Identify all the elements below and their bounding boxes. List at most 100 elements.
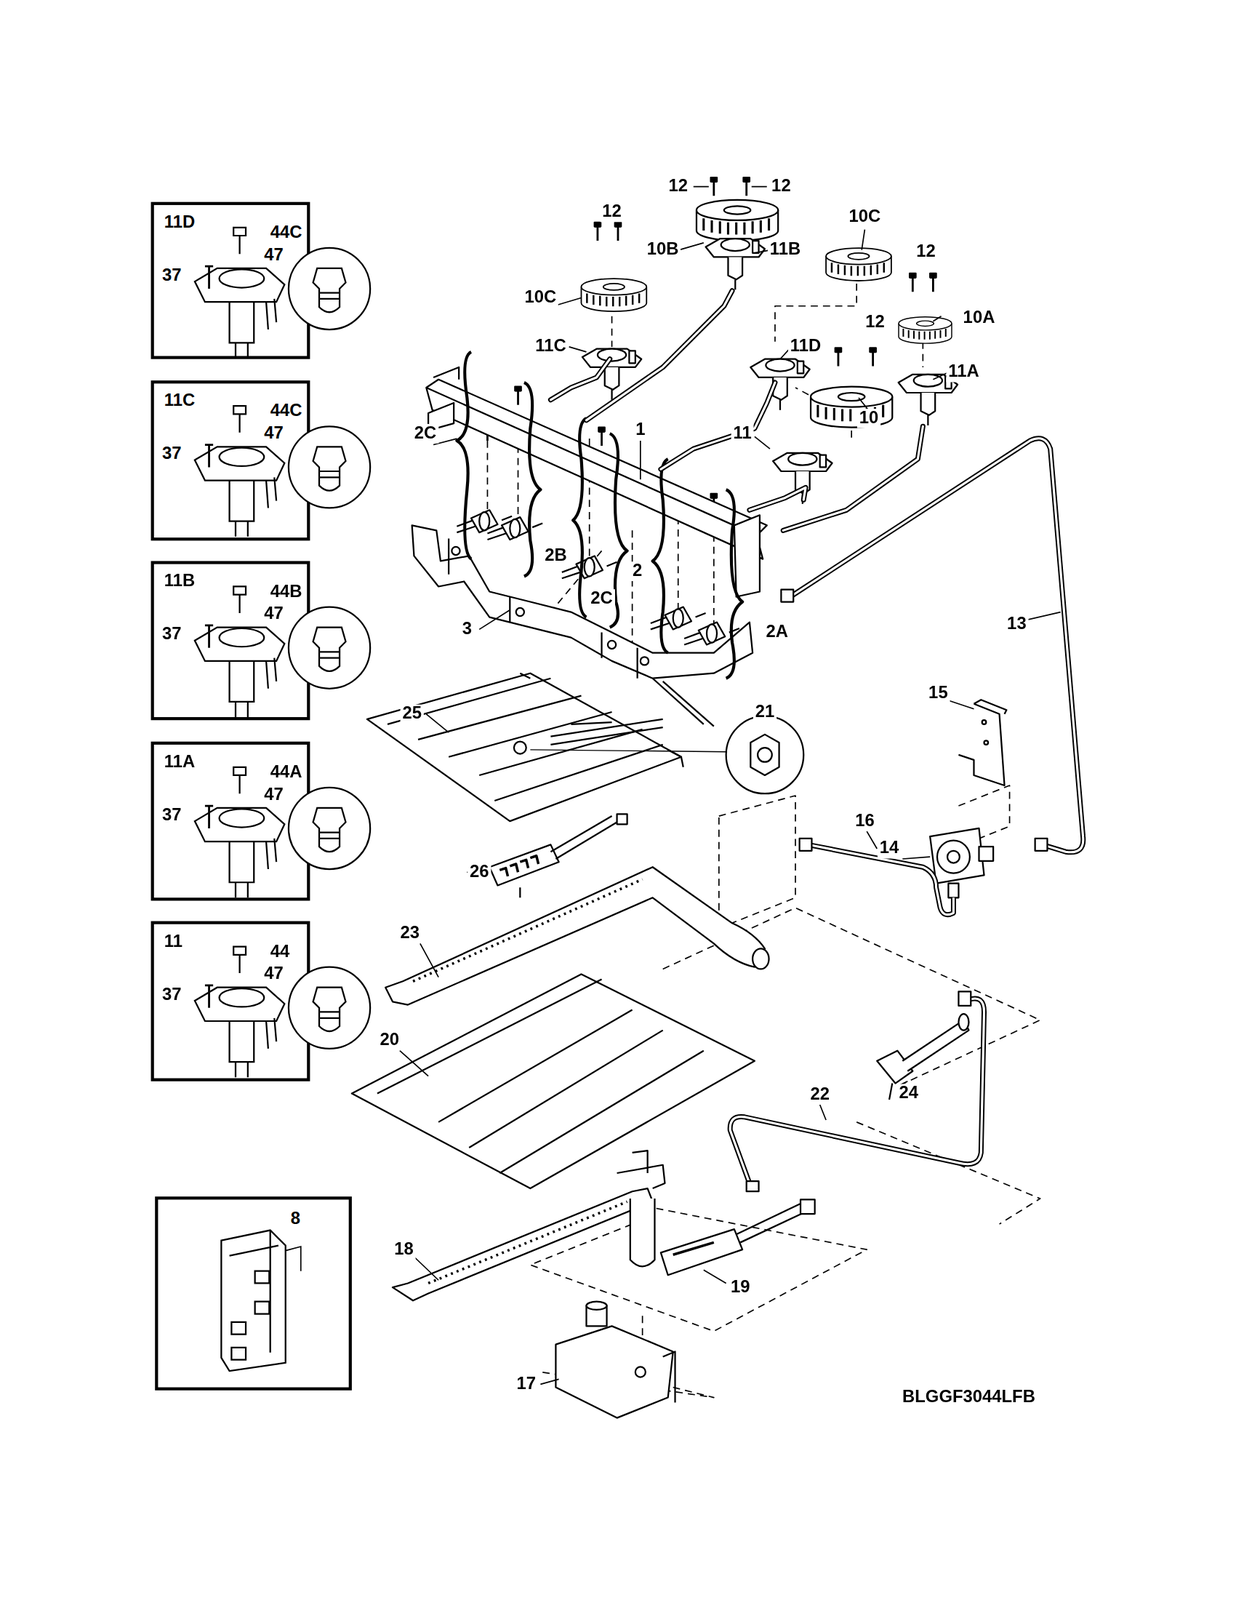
part-drawing — [550, 290, 923, 531]
burner-base — [219, 269, 265, 288]
part-drawing — [550, 719, 663, 745]
model-number: BLGGF3044LFB — [900, 1387, 1037, 1407]
orifice-detail — [313, 807, 347, 852]
burner-stem — [229, 301, 255, 358]
callout-number: 11C — [532, 337, 568, 357]
callout-number: 11D — [788, 337, 824, 357]
burner-stem — [229, 660, 255, 717]
inset-panel: 8 — [154, 1196, 352, 1390]
callout-number: 12 — [599, 202, 624, 222]
detail-circle — [288, 607, 371, 689]
part-number: 44C — [268, 402, 304, 421]
electrode — [266, 476, 277, 508]
part-drawing — [757, 747, 773, 762]
part-drawing — [746, 1180, 760, 1191]
part-drawing — [367, 673, 682, 821]
part-drawing — [696, 199, 778, 241]
callout-number: 2B — [542, 546, 569, 565]
orifice-detail — [319, 1011, 340, 1018]
part-drawing — [530, 749, 728, 752]
callout-number: 24 — [897, 1083, 921, 1103]
part-drawing — [856, 1121, 1040, 1224]
detail-circle — [288, 426, 371, 508]
callout-number: 14 — [877, 839, 901, 858]
part-drawing — [650, 607, 706, 630]
part-drawing — [660, 1228, 743, 1275]
part-drawing — [487, 516, 543, 540]
part-number: 47 — [261, 245, 286, 265]
callout-number: 17 — [514, 1374, 539, 1394]
part-drawing — [392, 1188, 653, 1300]
part-drawing — [749, 487, 806, 510]
part-drawing — [982, 719, 987, 725]
callout-number: 11B — [767, 240, 803, 260]
part-drawing — [790, 438, 1084, 853]
electrode — [266, 657, 277, 689]
part-drawing — [635, 1366, 646, 1377]
callout-number: 10 — [857, 408, 881, 428]
part-drawing — [399, 186, 1061, 1385]
orifice-detail — [313, 627, 347, 672]
part-drawing — [499, 855, 539, 877]
part-drawing — [726, 716, 805, 794]
inset-panel: 11D44C3747 — [151, 202, 311, 360]
part-drawing — [607, 640, 616, 649]
part-drawing — [673, 1241, 714, 1255]
part-drawing — [984, 740, 989, 745]
burner-stem — [229, 1020, 255, 1077]
part-drawing — [612, 236, 924, 439]
part-drawing — [869, 347, 876, 366]
part-drawing — [351, 973, 755, 1189]
screw — [205, 266, 214, 289]
part-number: 47 — [261, 423, 286, 443]
part-drawing — [451, 546, 460, 555]
callout-number: 11C — [162, 391, 198, 411]
part-number: 37 — [159, 266, 184, 286]
part-drawing — [582, 348, 642, 400]
part-drawing — [555, 1325, 673, 1418]
part-number: 47 — [261, 604, 286, 624]
callout-number: 10C — [522, 287, 559, 307]
orifice-detail — [319, 293, 340, 299]
part-drawing — [524, 382, 541, 576]
part-drawing — [783, 426, 923, 531]
part-drawing — [711, 177, 717, 196]
part-number: 47 — [261, 785, 286, 805]
callout-number: 2C — [588, 588, 615, 608]
part-drawing — [519, 673, 683, 768]
part-drawing — [958, 990, 971, 1006]
part-number: 44C — [268, 223, 304, 243]
part-number: 37 — [159, 985, 184, 1005]
part-drawing — [516, 607, 525, 616]
part-drawing — [550, 359, 610, 400]
callout-number: 12 — [769, 177, 793, 197]
part-drawing — [729, 998, 984, 1183]
part-drawing — [719, 795, 796, 928]
part-drawing — [752, 948, 769, 969]
part-drawing — [729, 998, 984, 1183]
part-drawing — [550, 290, 923, 531]
part-drawing — [519, 887, 521, 898]
part-drawing — [810, 386, 893, 428]
part-drawing — [598, 427, 605, 446]
part-number: 37 — [159, 805, 184, 825]
part-drawing — [736, 1203, 806, 1242]
callout-number: 12 — [863, 312, 887, 332]
part-drawing — [412, 879, 643, 981]
part-drawing — [948, 883, 959, 898]
part-drawing — [750, 359, 810, 411]
inset-panel: 11B44B3747 — [151, 560, 311, 720]
orifice — [233, 405, 246, 432]
orifice — [233, 586, 246, 613]
part-number: 44B — [268, 582, 304, 602]
callout-number: 10A — [961, 309, 997, 328]
callout-number: 21 — [753, 702, 777, 722]
part-drawing — [929, 828, 984, 884]
part-drawing — [586, 290, 733, 421]
inset-panel: 11C44C3747 — [151, 380, 311, 541]
part-drawing — [726, 489, 743, 678]
orifice-detail — [313, 446, 347, 491]
part-drawing — [586, 290, 733, 421]
callout-number: 11A — [945, 362, 981, 382]
part-drawing — [780, 589, 794, 603]
